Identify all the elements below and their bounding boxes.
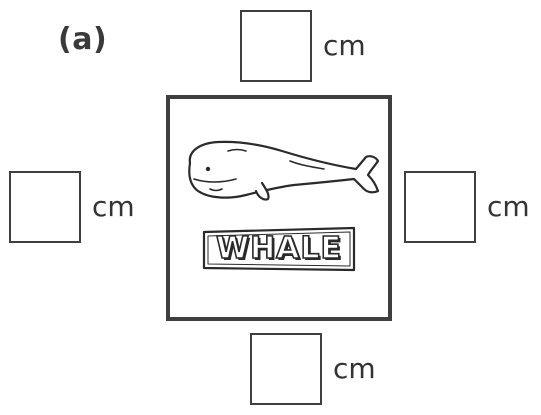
bottom-unit-label: cm bbox=[333, 352, 376, 385]
card-word: WHALE bbox=[215, 230, 343, 267]
part-label: (a) bbox=[58, 22, 108, 57]
word-banner: WHALE bbox=[198, 224, 360, 274]
left-unit-label: cm bbox=[92, 190, 135, 223]
word-card: WHALE bbox=[166, 95, 392, 321]
left-answer-box[interactable] bbox=[9, 171, 81, 243]
right-answer-box[interactable] bbox=[404, 171, 476, 243]
right-unit-label: cm bbox=[487, 190, 530, 223]
top-answer-box[interactable] bbox=[240, 10, 312, 82]
bottom-answer-box[interactable] bbox=[250, 333, 322, 405]
top-unit-label: cm bbox=[323, 29, 366, 62]
whale-illustration bbox=[188, 140, 380, 201]
banner-shape bbox=[202, 226, 356, 272]
